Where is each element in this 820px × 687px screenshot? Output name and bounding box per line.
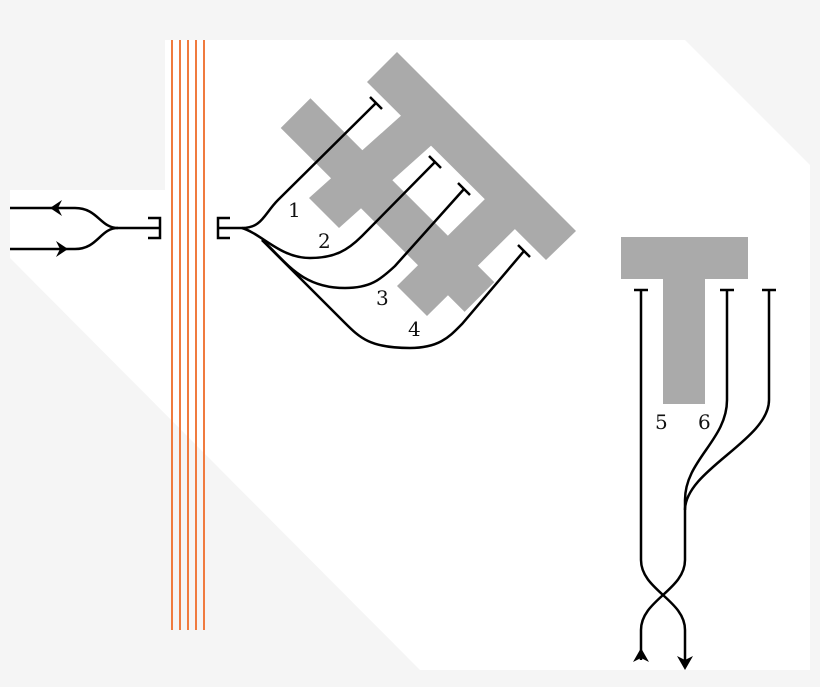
tracks — [10, 96, 776, 660]
platform-b-stem — [397, 197, 517, 316]
arrow-down-icon — [677, 656, 693, 670]
platform-right-stem — [663, 279, 705, 404]
platform-a-stem — [309, 113, 434, 228]
track-7 — [683, 290, 771, 511]
label-track-4: 4 — [408, 317, 421, 341]
platform-a-bar — [367, 52, 576, 260]
diagram-background — [10, 40, 810, 670]
track-6 — [683, 290, 729, 560]
track-1 — [241, 102, 377, 230]
track-labels: 1 2 3 4 5 6 — [288, 198, 711, 434]
arrow-up-icon — [633, 648, 649, 662]
track-left-upper — [10, 206, 119, 230]
track-1-stop — [369, 96, 383, 110]
label-track-3: 3 — [376, 286, 389, 310]
label-track-1: 1 — [288, 198, 301, 222]
track-2 — [241, 161, 436, 260]
arrows — [50, 200, 693, 670]
platform-right-bar — [621, 237, 748, 279]
buffer-left — [148, 216, 162, 240]
track-4 — [261, 239, 525, 350]
arrow-right-icon — [56, 241, 68, 257]
label-track-5: 5 — [655, 410, 668, 434]
label-track-2: 2 — [318, 229, 331, 253]
crossover-b — [639, 559, 687, 660]
crossover-a — [639, 559, 687, 660]
track-left-lower — [10, 226, 119, 251]
overpass-lines — [171, 40, 205, 630]
track-2-stop — [428, 155, 442, 169]
label-track-6: 6 — [698, 410, 711, 434]
track-3-stop — [457, 182, 471, 196]
arrow-left-icon — [50, 200, 62, 216]
platforms — [280, 52, 748, 404]
track-4-stop — [517, 244, 531, 258]
